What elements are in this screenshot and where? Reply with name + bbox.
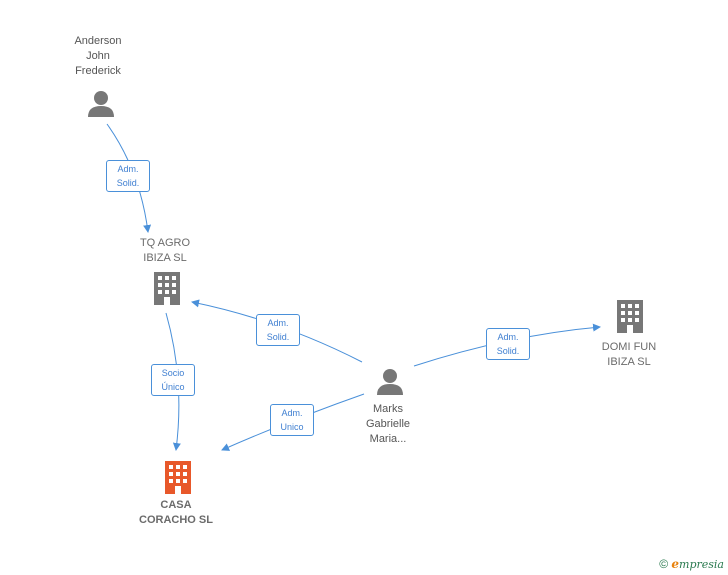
building-icon[interactable] (154, 272, 180, 305)
node-label-domi-fun[interactable]: DOMI FUN IBIZA SL (589, 340, 669, 370)
edge-label-line: Solid. (496, 346, 520, 356)
label-line: IBIZA SL (607, 356, 651, 368)
node-label-marks[interactable]: Marks Gabrielle Maria... (348, 402, 428, 447)
edge-label-line: Unico (280, 422, 304, 432)
label-line: TQ AGRO (139, 237, 191, 249)
person-icon[interactable] (377, 369, 403, 395)
edge-label-marks-casa[interactable]: Adm. Unico (270, 404, 314, 436)
label-line: John (86, 50, 110, 62)
label-line: DOMI FUN (601, 341, 657, 353)
edge-label-line: Único (161, 382, 185, 392)
label-line: Gabrielle (365, 418, 411, 430)
edge-label-marks-domi[interactable]: Adm. Solid. (486, 328, 530, 360)
edge-label-line: Solid. (116, 178, 140, 188)
edge-label-marks-tq[interactable]: Adm. Solid. (256, 314, 300, 346)
node-label-tq-agro[interactable]: TQ AGRO IBIZA SL (125, 236, 205, 266)
edge-label-anderson-tq[interactable]: Adm. Solid. (106, 160, 150, 192)
label-line: Marks (373, 403, 403, 415)
edge-label-line: Adm. (117, 164, 139, 174)
building-icon[interactable] (617, 300, 643, 333)
label-line: Maria... (369, 433, 407, 445)
node-label-casa-coracho[interactable]: CASA CORACHO SL (126, 498, 226, 528)
label-line: CASA (160, 499, 192, 511)
person-icon[interactable] (88, 91, 114, 117)
main-building-icon[interactable] (165, 461, 191, 494)
node-label-anderson[interactable]: Anderson John Frederick (58, 34, 138, 79)
edge-label-tq-casa[interactable]: Socio Único (151, 364, 195, 396)
label-line: IBIZA SL (143, 252, 187, 264)
copyright-symbol: © (659, 557, 669, 571)
brand-initial: e (671, 557, 680, 571)
brand-name: mpresia (679, 558, 724, 571)
edge-label-line: Adm. (281, 408, 303, 418)
label-line: Anderson (74, 35, 122, 47)
edge-label-line: Socio (161, 368, 185, 378)
label-line: Frederick (75, 65, 121, 77)
edge-label-line: Adm. (497, 332, 519, 342)
empresia-brand[interactable]: © empresia (659, 557, 724, 571)
edge-label-line: Adm. (267, 318, 289, 328)
edge-label-line: Solid. (266, 332, 290, 342)
label-line: CORACHO SL (139, 514, 213, 526)
